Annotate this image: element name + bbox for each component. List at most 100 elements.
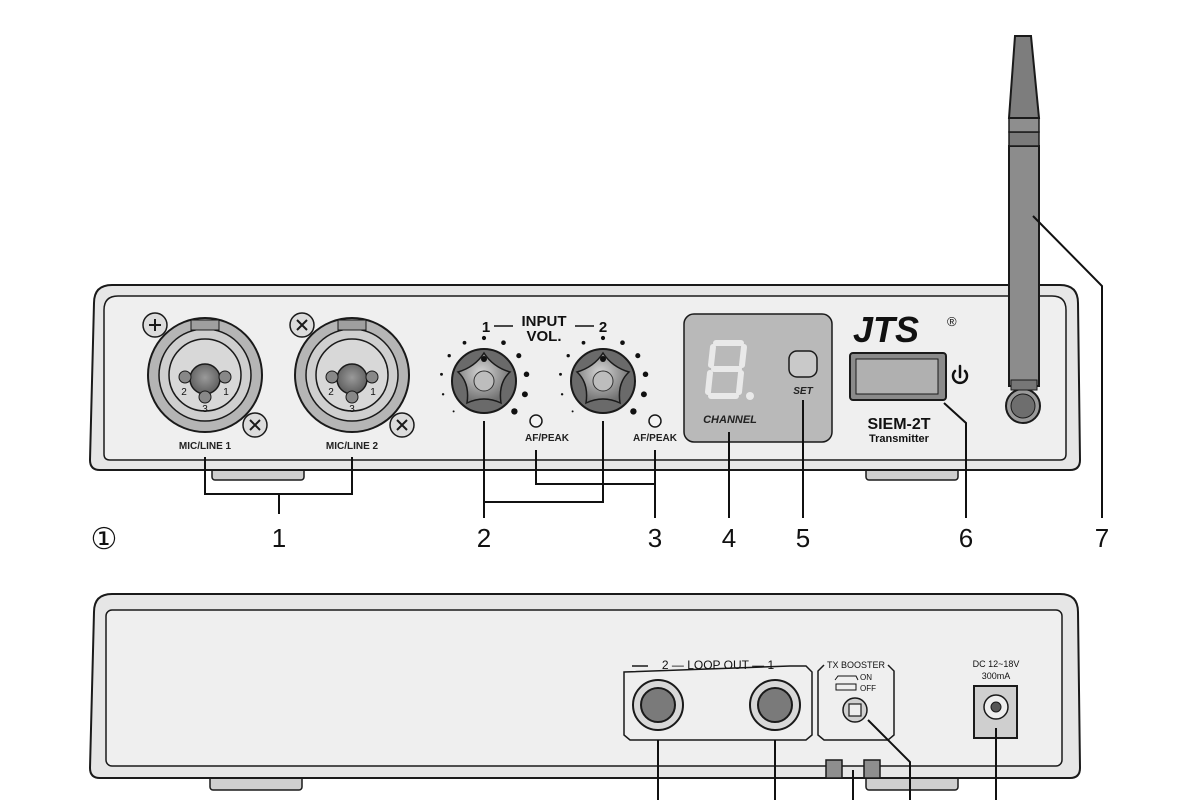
scale-dot — [581, 340, 586, 345]
antenna-joint — [1008, 117, 1040, 133]
jack-hole — [757, 687, 793, 723]
callout-4: 4 — [722, 523, 736, 553]
scale-dot — [560, 393, 564, 396]
rear-tab — [825, 759, 843, 779]
screw-cross-icon — [396, 419, 408, 431]
scale-dot — [635, 353, 641, 359]
callout-5: 5 — [796, 523, 810, 553]
callout-7: 7 — [1095, 523, 1109, 553]
model-sub: Transmitter — [869, 433, 930, 445]
antenna-tip — [1007, 35, 1041, 119]
loop-out-bracket — [623, 665, 813, 741]
figure-number: ① — [91, 523, 118, 556]
rear-tab — [863, 759, 881, 779]
loop-out-label: 2 — LOOP OUT — 1 — [662, 658, 775, 672]
scale-dot — [630, 408, 637, 415]
channel-label: CHANNEL — [703, 414, 757, 426]
pin-hole — [218, 370, 232, 384]
input-vol-2-knob[interactable] — [570, 348, 636, 414]
switch-on-icon — [834, 675, 859, 681]
mic-line-1-jack[interactable]: 2 1 3 — [142, 312, 268, 438]
af-peak-led-2 — [648, 414, 662, 428]
scale-dot — [642, 371, 649, 378]
scale-dot — [521, 391, 528, 398]
scale-dot — [452, 410, 455, 413]
registered-mark: ® — [947, 314, 957, 329]
af-peak-led-1 — [529, 414, 543, 428]
antenna-joint — [1008, 131, 1040, 147]
antenna-collar — [1010, 379, 1038, 391]
scale-dot — [640, 391, 647, 398]
af-peak-label-1: AF/PEAK — [525, 433, 570, 444]
rear-bezel — [105, 609, 1063, 767]
af-peak-label-2: AF/PEAK — [633, 433, 678, 444]
pin-hole — [325, 370, 339, 384]
mic-line-1-label: MIC/LINE 1 — [179, 441, 232, 452]
tx-booster-bracket — [817, 664, 895, 741]
jack-center-hole — [189, 363, 221, 395]
dc-current-label: 300mA — [982, 671, 1011, 681]
tx-on-label: ON — [860, 673, 872, 682]
antenna-base-inner — [1010, 393, 1036, 419]
switch-button — [848, 703, 862, 717]
tx-booster-label: TX BOOSTER — [827, 660, 886, 670]
set-button[interactable] — [788, 350, 818, 378]
knob-2-scale — [559, 335, 649, 415]
pin-hole — [345, 390, 359, 404]
decimal-point — [746, 392, 754, 400]
input-vol-1-knob[interactable] — [451, 348, 517, 414]
knob-pointer — [600, 356, 606, 362]
callout-6: 6 — [959, 523, 973, 553]
loop-out-1-jack[interactable] — [749, 679, 801, 731]
screw-cross-icon — [296, 319, 308, 331]
screw-cross-icon — [149, 319, 161, 331]
rear-panel: 2 — LOOP OUT — 1 TX BOOSTER ON OFF DC 12… — [88, 593, 1082, 791]
scale-dot — [566, 354, 570, 358]
pin-hole — [178, 370, 192, 384]
jack-center-hole — [336, 363, 368, 395]
callout-lines-front — [204, 215, 1103, 518]
scale-dot — [511, 408, 518, 415]
screw-cross-icon — [249, 419, 261, 431]
latch-tab — [337, 319, 367, 331]
scale-dot — [441, 393, 445, 396]
knob-pointer — [481, 356, 487, 362]
input-vol-title: INPUT — [522, 313, 567, 330]
pin-hole — [365, 370, 379, 384]
pin-hole — [198, 390, 212, 404]
pin-number: 1 — [370, 387, 376, 398]
knob-1-scale — [440, 335, 530, 415]
scale-dot — [620, 340, 625, 346]
mic-line-2-label: MIC/LINE 2 — [326, 441, 379, 452]
front-panel: 2 1 3 MIC/LINE 1 2 1 3 MIC/LINE 2 INPUT … — [88, 35, 1082, 481]
scale-dot — [462, 340, 467, 345]
loop-out-2-jack[interactable] — [632, 679, 684, 731]
mic-line-2-jack[interactable]: 2 1 3 — [289, 312, 415, 438]
pin-number: 2 — [328, 387, 334, 398]
knob-cap — [592, 370, 614, 392]
seven-segment-digit — [705, 340, 747, 399]
dc-label: DC 12~18V — [973, 659, 1020, 669]
latch-tab — [190, 319, 220, 331]
power-switch-face — [855, 358, 939, 395]
input-vol-ch1: 1 — [482, 319, 490, 336]
power-icon — [951, 364, 969, 385]
switch-off-icon — [835, 683, 857, 691]
input-vol-ch2: 2 — [599, 319, 607, 336]
antenna[interactable] — [1005, 35, 1041, 424]
brand-logo: JTS — [853, 309, 919, 350]
antenna-rod — [1008, 145, 1040, 387]
scale-dot — [559, 372, 562, 376]
model-name: SIEM-2T — [867, 416, 930, 433]
dc-jack-pin — [990, 701, 1002, 713]
scale-dot — [440, 372, 443, 376]
scale-dot — [447, 354, 451, 358]
callout-2: 2 — [477, 523, 491, 553]
scale-dot — [600, 335, 606, 341]
scale-dot — [571, 410, 574, 413]
scale-dot — [481, 335, 487, 341]
input-vol-title-2: VOL. — [526, 328, 561, 345]
knob-cap — [473, 370, 495, 392]
pin-number: 3 — [349, 404, 355, 415]
scale-dot — [516, 353, 522, 359]
